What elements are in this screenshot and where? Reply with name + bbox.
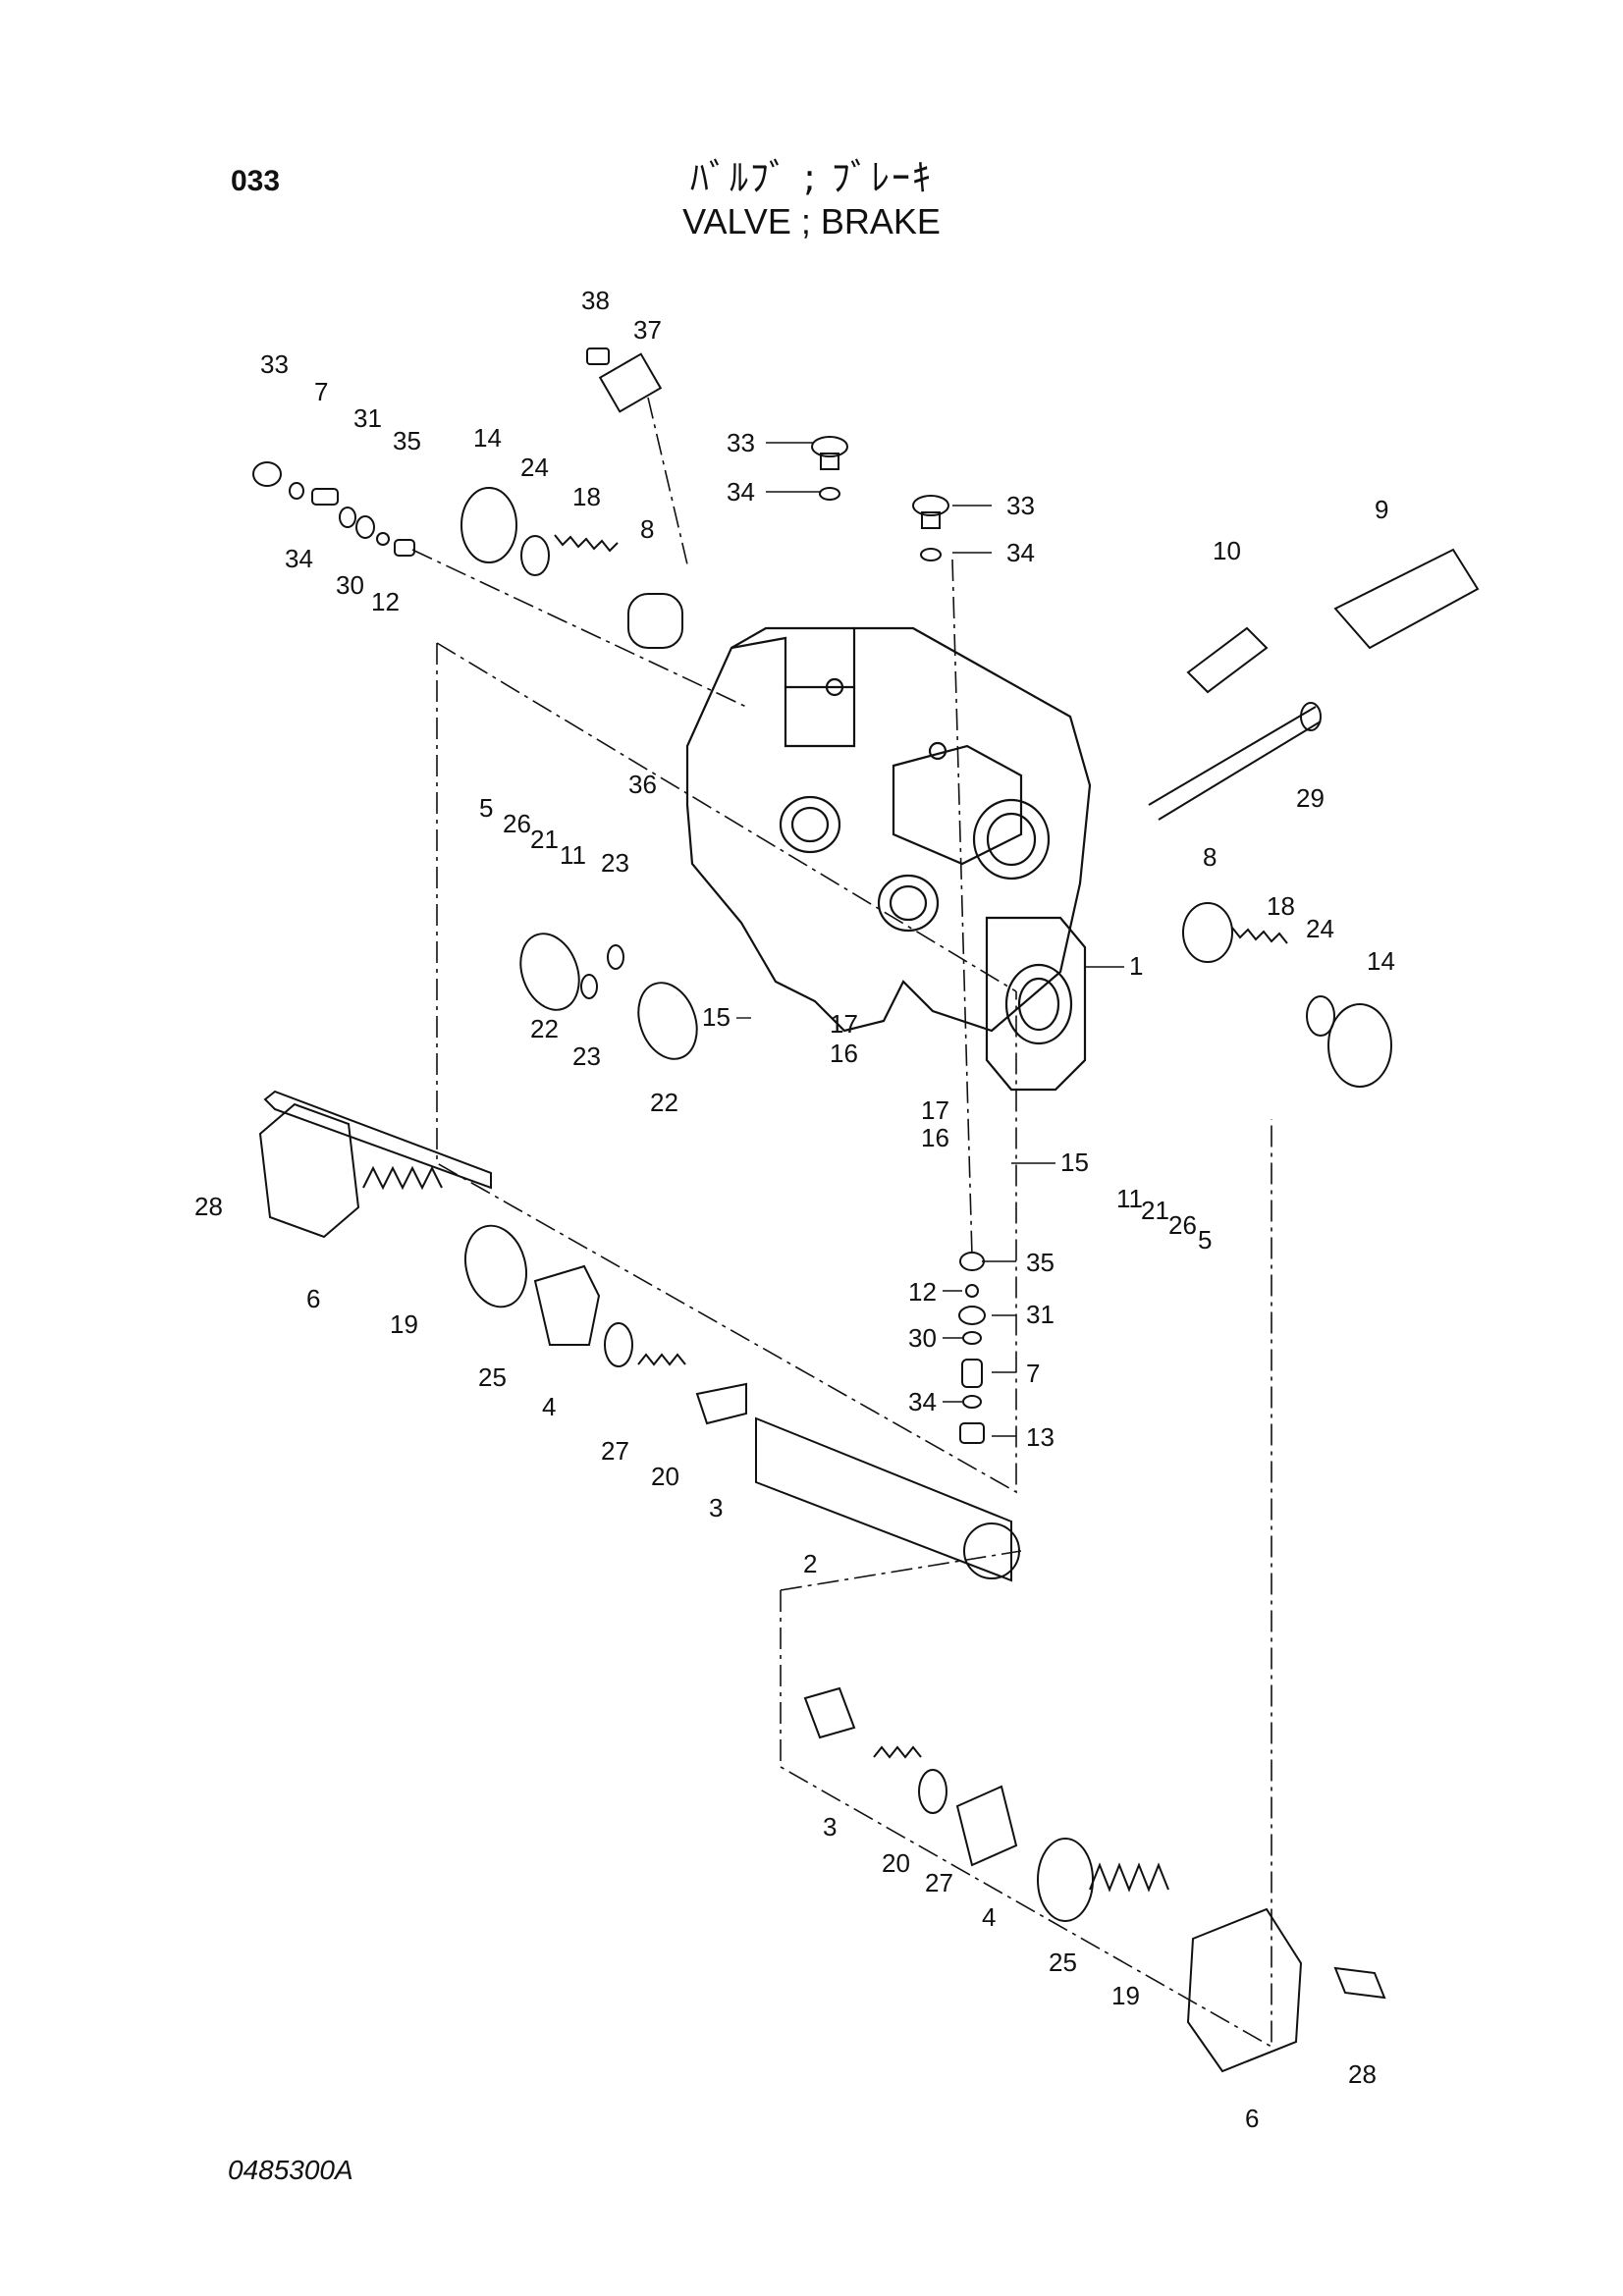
callout-label: 17 — [830, 1009, 858, 1039]
callout-label: 3 — [709, 1493, 723, 1522]
callout-label: 34 — [285, 544, 313, 573]
callout-labels: 33 7 31 35 34 30 12 14 24 18 38 37 33 34… — [194, 286, 1395, 2133]
callout-label: 33 — [1006, 491, 1035, 520]
upper-right-parts — [1148, 548, 1480, 1088]
callout-label: 38 — [581, 286, 610, 315]
title-english: VALVE ; BRAKE — [682, 201, 941, 241]
callout-label: 1 — [1129, 951, 1143, 981]
callout-label: 35 — [1026, 1248, 1055, 1277]
callout-label: 19 — [390, 1309, 418, 1339]
valve-body — [685, 626, 1092, 1092]
title-japanese: ﾊﾞﾙﾌﾞ ; ﾌﾞﾚｰｷ — [690, 156, 933, 199]
callout-label: 34 — [727, 477, 755, 507]
callout-label: 11 — [560, 840, 586, 870]
drawing-code: 0485300A — [228, 2155, 353, 2185]
callout-label: 24 — [1306, 914, 1334, 943]
page-number: 033 — [231, 165, 281, 197]
callout-label: 4 — [982, 1902, 996, 1932]
callout-label: 21 — [1141, 1196, 1169, 1225]
callout-label: 20 — [882, 1848, 910, 1878]
callout-label: 3 — [823, 1812, 837, 1842]
callout-label: 10 — [1213, 536, 1241, 565]
o-rings — [464, 933, 1094, 1922]
callout-label: 7 — [314, 377, 328, 406]
callout-label: 17 — [921, 1095, 949, 1125]
callout-label: 28 — [1348, 2059, 1377, 2089]
callout-label: 35 — [393, 426, 421, 455]
vertical-small-parts — [958, 1252, 986, 1444]
leader-lines — [736, 442, 1124, 1437]
callout-label: 23 — [572, 1041, 601, 1071]
callout-label: 7 — [1026, 1359, 1040, 1388]
callout-label: 5 — [1198, 1225, 1212, 1255]
callout-label: 15 — [1060, 1148, 1089, 1177]
callout-label: 14 — [1367, 946, 1395, 976]
callout-label: 9 — [1375, 495, 1388, 524]
callout-label: 26 — [503, 809, 531, 838]
upper-left-parts — [252, 461, 683, 649]
callout-label: 33 — [260, 349, 289, 379]
callout-label: 27 — [925, 1868, 953, 1897]
callout-label: 14 — [473, 423, 502, 453]
callout-label: 33 — [727, 428, 755, 457]
top-plugs — [586, 347, 949, 561]
callout-label: 24 — [520, 453, 549, 482]
callout-label: 29 — [1296, 783, 1325, 813]
callout-label: 34 — [1006, 538, 1035, 567]
callout-label: 22 — [650, 1088, 678, 1117]
callout-label: 26 — [1168, 1210, 1197, 1240]
callout-label: 23 — [601, 848, 629, 878]
callout-label: 21 — [530, 825, 559, 854]
callout-label: 25 — [1049, 1948, 1077, 1977]
callout-label: 15 — [702, 1002, 730, 1032]
callout-label: 5 — [479, 793, 493, 823]
callout-label: 13 — [1026, 1422, 1055, 1452]
callout-label: 37 — [633, 315, 662, 345]
callout-label: 20 — [651, 1462, 679, 1491]
callout-label: 16 — [921, 1123, 949, 1152]
callout-label: 22 — [530, 1014, 559, 1043]
callout-label: 12 — [908, 1277, 937, 1307]
callout-label: 2 — [803, 1549, 817, 1578]
callout-label: 31 — [353, 403, 382, 433]
callout-label: 30 — [908, 1323, 937, 1353]
callout-label: 30 — [336, 570, 364, 600]
callout-label: 6 — [1245, 2104, 1259, 2133]
lower-parts — [258, 1090, 1386, 2073]
callout-label: 18 — [572, 482, 601, 511]
callout-label: 11 — [1116, 1184, 1143, 1213]
callout-label: 8 — [640, 514, 654, 544]
phantom-lines — [411, 397, 1272, 2049]
callout-label: 19 — [1111, 1981, 1140, 2010]
callout-label: 12 — [371, 587, 400, 616]
callout-label: 4 — [542, 1392, 556, 1421]
callout-label: 36 — [628, 770, 657, 799]
callout-label: 27 — [601, 1436, 629, 1466]
callout-label: 34 — [908, 1387, 937, 1416]
callout-label: 8 — [1203, 842, 1217, 872]
callout-label: 28 — [194, 1192, 223, 1221]
callout-label: 31 — [1026, 1300, 1055, 1329]
callout-label: 16 — [830, 1039, 858, 1068]
callout-label: 25 — [478, 1362, 507, 1392]
callout-label: 6 — [306, 1284, 320, 1313]
callout-label: 18 — [1267, 891, 1295, 921]
